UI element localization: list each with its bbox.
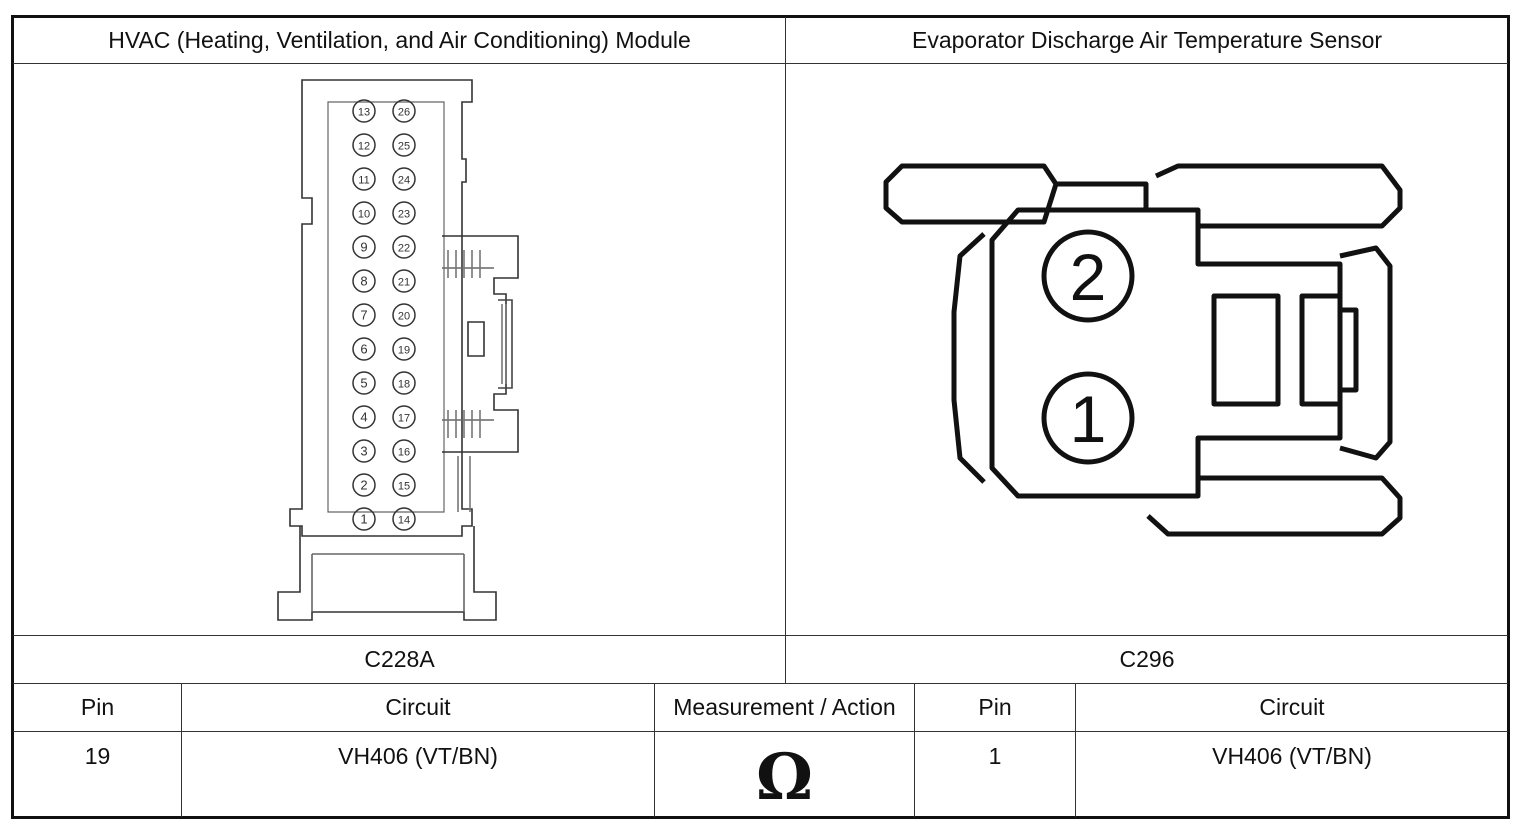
pin-circle <box>352 303 376 327</box>
row-pin-b: 1 <box>988 742 1002 769</box>
header-pin-a: Pin <box>80 694 115 720</box>
pin-number: 1 <box>360 512 367 527</box>
sensor-pin-1-label: 1 <box>1070 382 1107 456</box>
pin-number: 19 <box>398 345 410 357</box>
pinout-table-frame <box>11 15 1510 819</box>
pin-circle <box>392 439 416 463</box>
pin-number: 26 <box>398 107 410 119</box>
pin-number: 16 <box>398 447 410 459</box>
pin-circle <box>352 337 376 361</box>
pin-circle <box>392 269 416 293</box>
pin-circle <box>352 99 376 123</box>
header-pin-b: Pin <box>978 694 1012 720</box>
pin-circle <box>352 201 376 225</box>
pin-number: 9 <box>360 240 367 255</box>
sensor-pin-2-label: 2 <box>1070 240 1107 314</box>
pin-number: 2 <box>360 478 367 493</box>
pin-circle <box>392 371 416 395</box>
pin-circle <box>392 235 416 259</box>
pin-number: 12 <box>358 141 370 153</box>
right-connector-id: C296 <box>1119 646 1175 672</box>
pin-number: 18 <box>398 379 410 391</box>
pin-circle <box>392 507 416 531</box>
sensor-connector-diagram: 2 1 <box>883 163 1403 537</box>
pin-number: 8 <box>360 274 367 289</box>
divider <box>181 683 182 817</box>
divider <box>914 683 915 817</box>
pin-number: 10 <box>358 209 370 221</box>
pin-circle <box>392 167 416 191</box>
pin-number: 14 <box>398 515 410 527</box>
row-circuit-b: VH406 (VT/BN) <box>1212 742 1372 769</box>
header-measurement: Measurement / Action <box>673 694 896 720</box>
divider <box>13 63 1508 64</box>
pin-number: 6 <box>360 342 367 357</box>
pin-circle <box>392 201 416 225</box>
ohm-symbol-icon: Ω <box>756 739 813 815</box>
divider <box>1075 683 1076 817</box>
pin-circle <box>392 337 416 361</box>
pin-circle <box>392 303 416 327</box>
header-circuit-a: Circuit <box>385 694 451 720</box>
divider <box>13 731 1508 732</box>
pin-number: 13 <box>358 107 370 119</box>
pin-number: 17 <box>398 413 410 425</box>
pin-circle <box>352 269 376 293</box>
pin-number: 3 <box>360 444 367 459</box>
pin-number: 5 <box>360 376 367 391</box>
pin-number: 20 <box>398 311 410 323</box>
divider <box>13 635 1508 636</box>
divider <box>654 683 655 817</box>
row-circuit-a: VH406 (VT/BN) <box>338 742 498 769</box>
pin-circle <box>352 371 376 395</box>
right-connector-title: Evaporator Discharge Air Temperature Sen… <box>911 27 1383 53</box>
left-connector-title: HVAC (Heating, Ventilation, and Air Cond… <box>108 27 691 53</box>
header-circuit-b: Circuit <box>1259 694 1325 720</box>
pin-number: 7 <box>360 308 367 323</box>
left-connector-id: C228A <box>364 646 435 672</box>
pin-circle <box>392 99 416 123</box>
pin-circle <box>352 473 376 497</box>
pin-number: 24 <box>398 175 410 187</box>
divider <box>13 683 1508 684</box>
row-pin-a: 19 <box>84 742 111 769</box>
pin-number: 4 <box>360 410 367 425</box>
pin-circle <box>352 507 376 531</box>
pin-circle <box>352 439 376 463</box>
pin-number: 11 <box>358 175 369 187</box>
pin-circle <box>392 473 416 497</box>
pin-number: 15 <box>398 481 410 493</box>
pin-number: 23 <box>398 209 410 221</box>
divider <box>785 17 786 683</box>
pin-circle <box>352 133 376 157</box>
pin-circle <box>352 167 376 191</box>
pin-circle <box>392 405 416 429</box>
pin-number: 25 <box>398 141 410 153</box>
pin-circle <box>352 405 376 429</box>
pin-number: 21 <box>398 277 410 289</box>
pin-circle <box>352 235 376 259</box>
pin-circle <box>392 133 416 157</box>
pin-number: 22 <box>398 243 410 255</box>
